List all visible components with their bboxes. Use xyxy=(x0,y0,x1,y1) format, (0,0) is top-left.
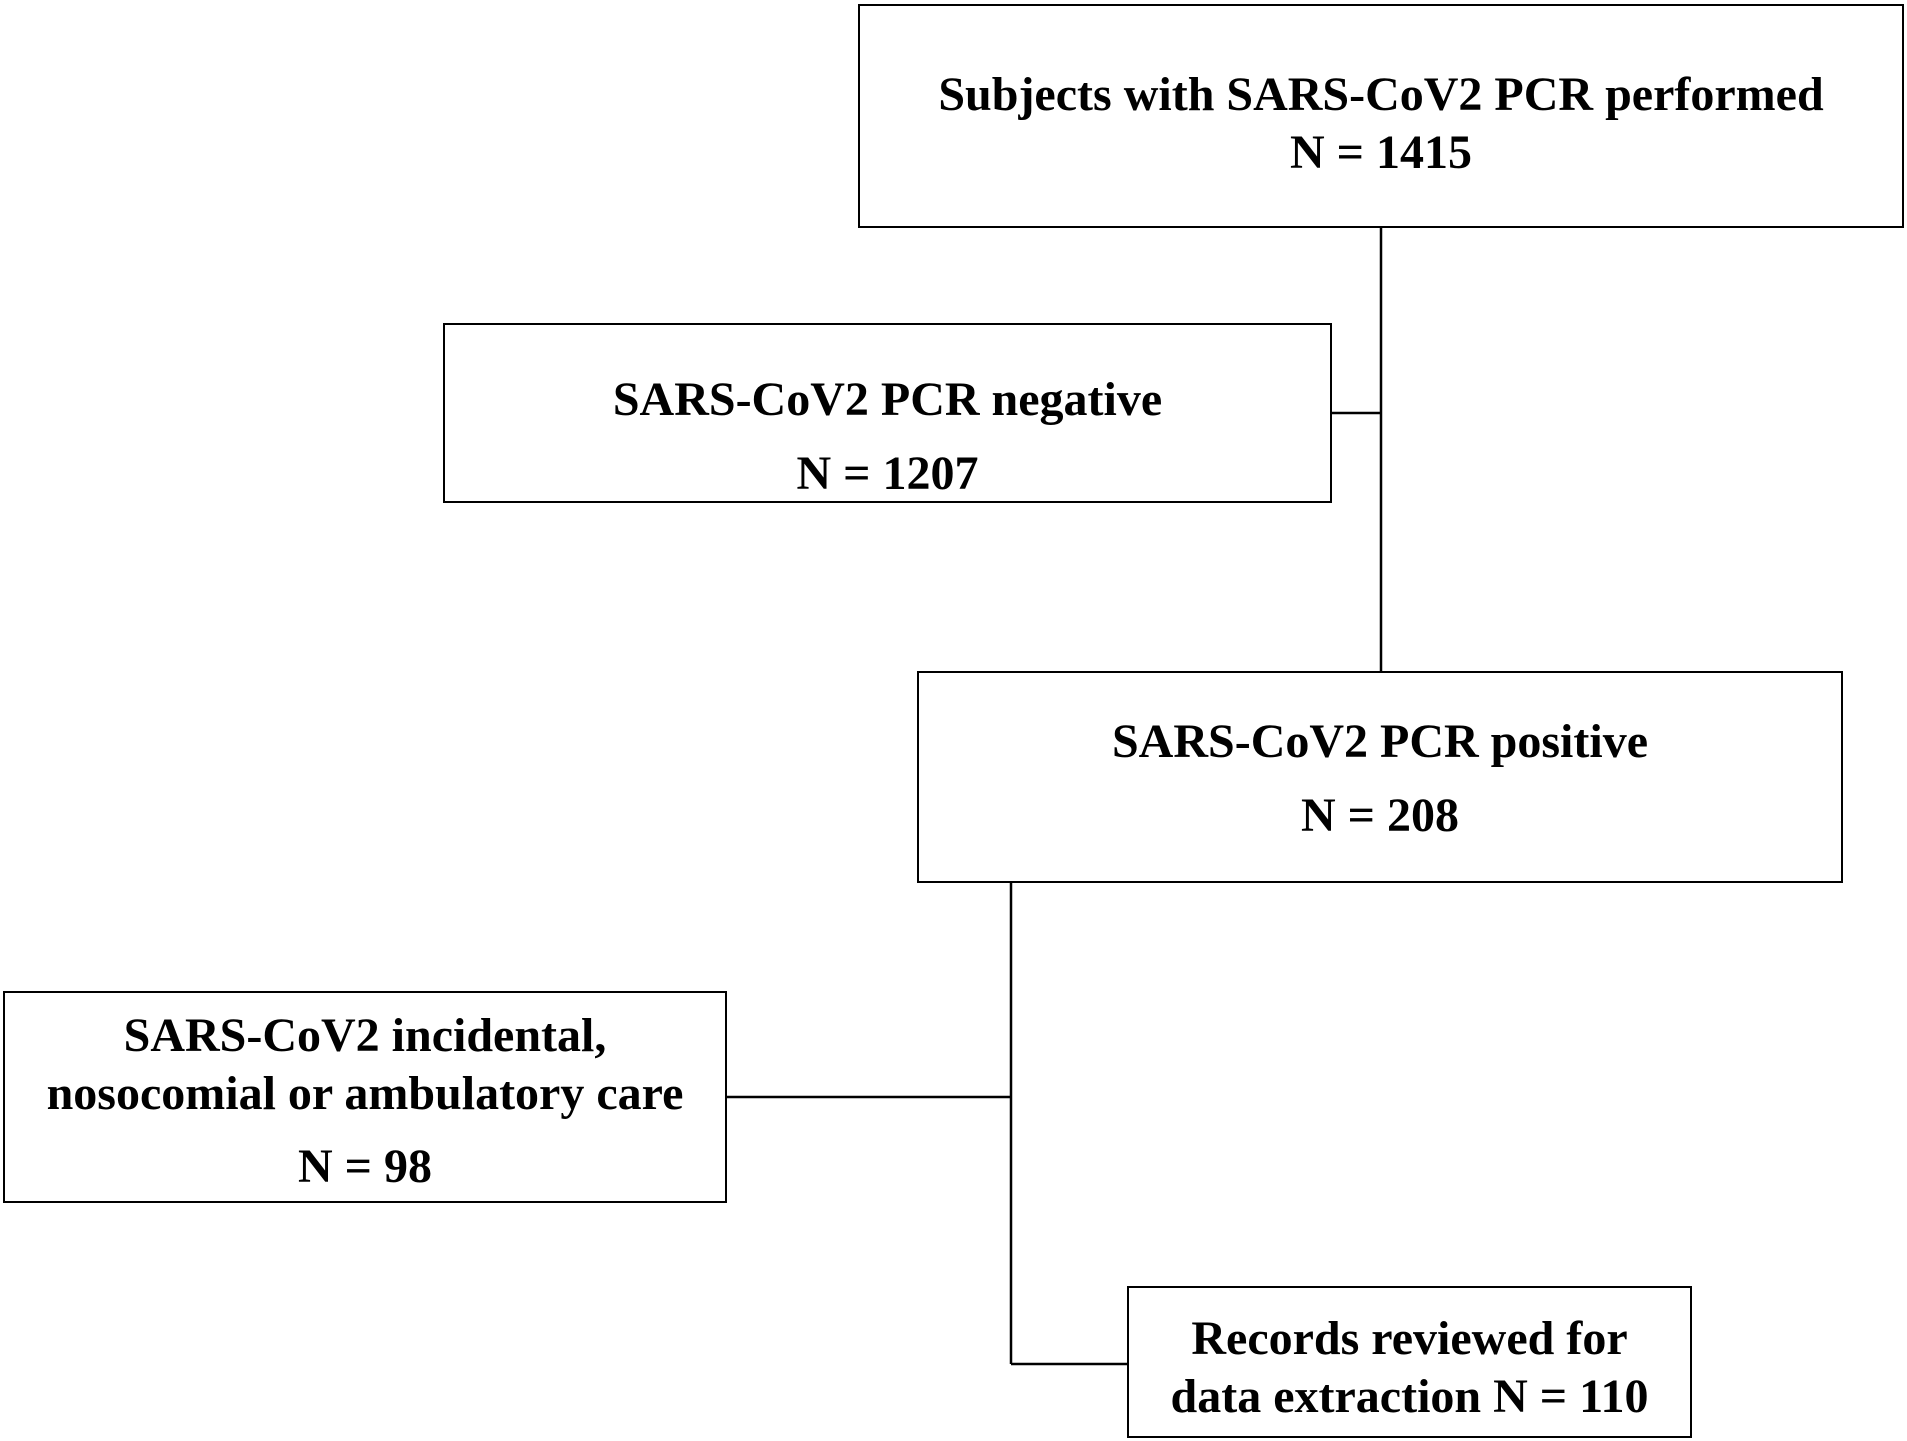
node-label-line-1: Records reviewed for xyxy=(1191,1312,1628,1365)
node-count: N = 1207 xyxy=(796,446,979,500)
node-label: Subjects with SARS-CoV2 PCR performed xyxy=(938,68,1824,121)
node-label-line-1: SARS-CoV2 incidental, xyxy=(123,1009,607,1062)
node-pcr-positive: SARS-CoV2 PCR positive N = 208 xyxy=(917,671,1843,883)
node-count: N = 208 xyxy=(1300,788,1459,842)
node-label-line-2: data extraction N = 110 xyxy=(1170,1369,1649,1423)
node-pcr-performed: Subjects with SARS-CoV2 PCR performed N … xyxy=(858,4,1904,228)
node-label: SARS-CoV2 PCR negative xyxy=(612,373,1163,426)
node-count: N = 98 xyxy=(297,1140,432,1194)
node-label: SARS-CoV2 PCR positive xyxy=(1111,715,1648,768)
node-records-reviewed: Records reviewed for data extraction N =… xyxy=(1127,1286,1692,1438)
node-pcr-negative: SARS-CoV2 PCR negative N = 1207 xyxy=(443,323,1332,503)
node-incidental-nosocomial-ambulatory: SARS-CoV2 incidental, nosocomial or ambu… xyxy=(3,991,727,1203)
node-label-line-2: nosocomial or ambulatory care xyxy=(46,1066,684,1120)
node-count: N = 1415 xyxy=(1289,125,1472,179)
